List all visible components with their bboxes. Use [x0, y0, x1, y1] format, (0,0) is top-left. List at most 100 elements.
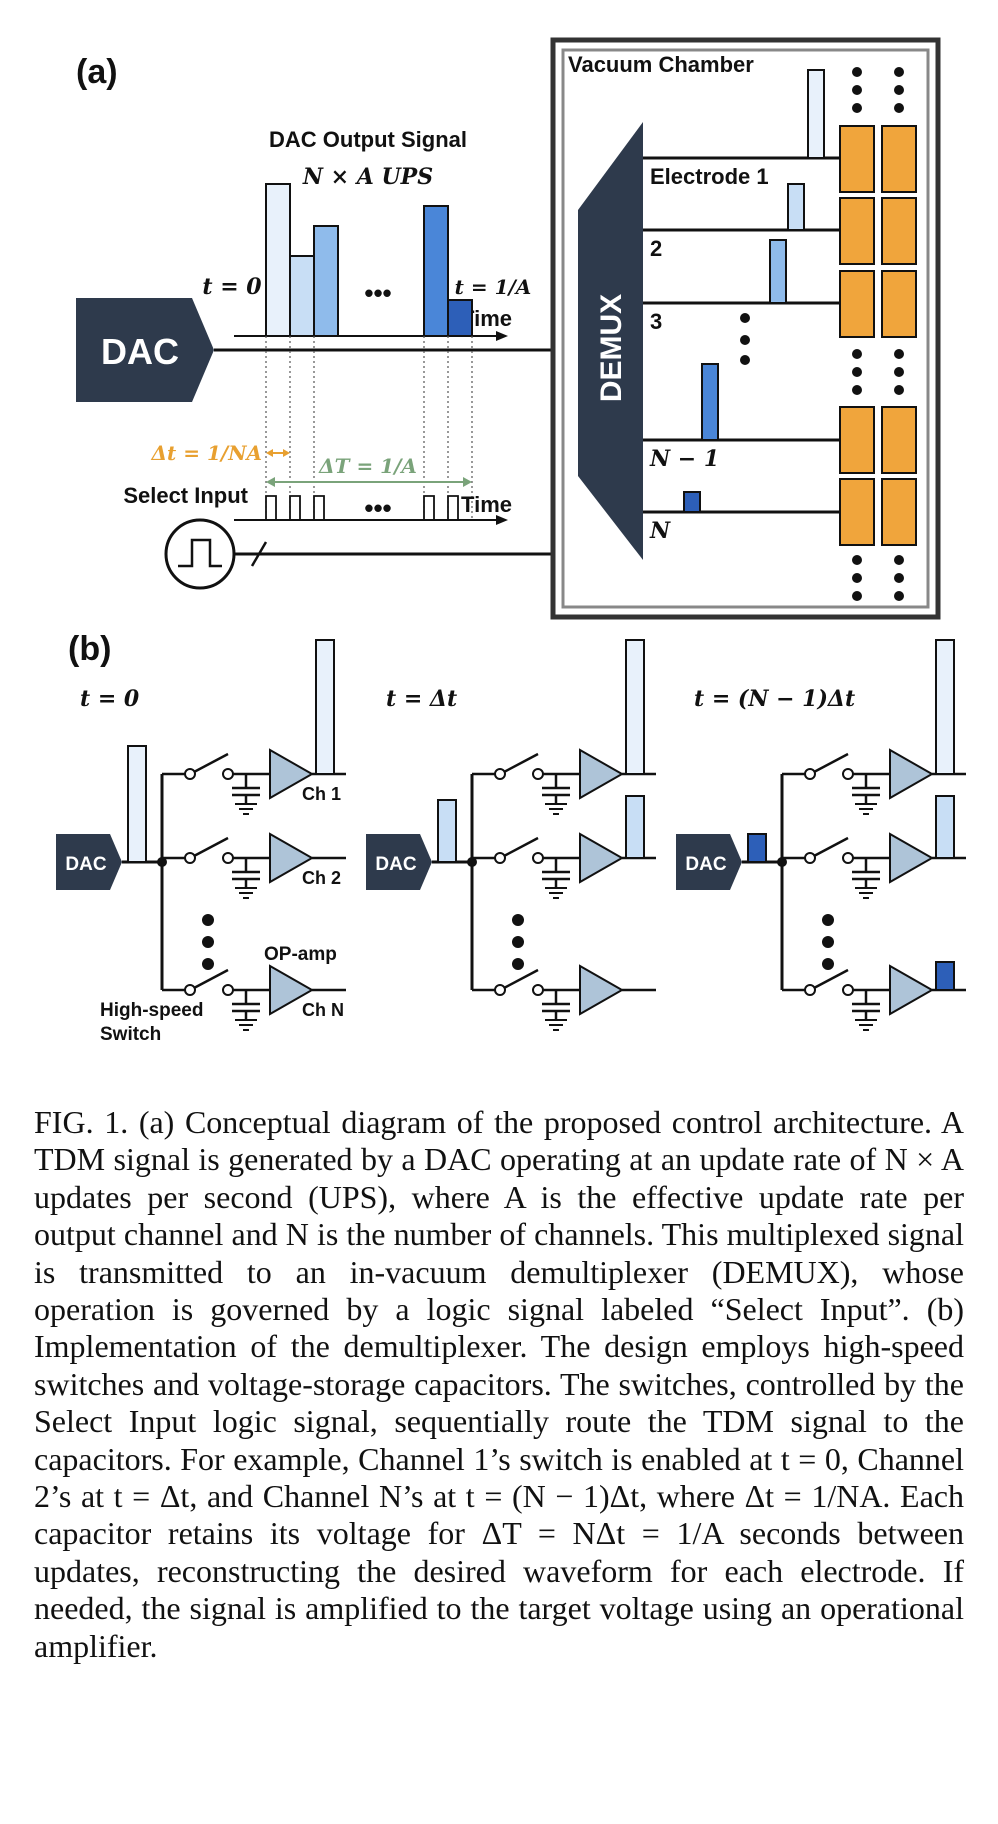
panel-a-label: (a) [76, 53, 118, 91]
electrode-label: 3 [650, 309, 662, 334]
switch-blade [503, 968, 539, 990]
opamp-icon [579, 748, 625, 800]
opamp-icon [269, 964, 315, 1016]
dac-bar [313, 225, 339, 337]
electrode-bar [683, 491, 701, 513]
switch-contact [804, 852, 816, 864]
switch-contact [494, 852, 506, 864]
output-bar [315, 639, 335, 775]
dac-block-b [676, 834, 742, 890]
opamp-icon [889, 832, 935, 884]
electrode-bar [701, 363, 719, 441]
electrode-label: N [649, 518, 671, 544]
dots-top: ••• [364, 278, 391, 308]
switch-contact [184, 984, 196, 996]
opamp-icon [269, 748, 315, 800]
electrode-bar [787, 183, 805, 231]
t0-label: t = 0 [202, 274, 262, 300]
electrode-dots [740, 313, 750, 365]
switch-blade [193, 968, 229, 990]
dac-label-b: DAC [685, 854, 726, 875]
time-axis-arrow [496, 331, 508, 341]
switch-blade [503, 752, 539, 774]
electrode-bar [769, 239, 787, 304]
dac-bar [289, 255, 315, 337]
opamp-icon [269, 832, 315, 884]
demux-block [578, 122, 643, 560]
switch-contact [184, 852, 196, 864]
electrode-bar [807, 69, 825, 159]
dots-bottom: ••• [364, 493, 391, 523]
time-label-b2: t = Δt [386, 686, 457, 712]
junction-dot [157, 857, 167, 867]
switch-contact [804, 984, 816, 996]
row-dot [512, 936, 524, 948]
figure-1: (a) DAC DAC Output Signal N × A UPS Time… [56, 37, 966, 1045]
vacuum-chamber-label: Vacuum Chamber [568, 52, 754, 77]
switch-contact [494, 984, 506, 996]
t-end-label: t = 1/A [455, 275, 532, 299]
opamp-icon [889, 964, 935, 1016]
output-bar [935, 795, 955, 859]
electrode-array [839, 125, 917, 546]
switch-label-2: Switch [100, 1024, 161, 1045]
input-bar [437, 799, 457, 863]
switch-blade [193, 752, 229, 774]
input-bar [747, 833, 767, 863]
dac-block [76, 298, 214, 402]
electrode-label: 2 [650, 236, 662, 261]
channel-label: Ch N [302, 1000, 344, 1020]
dac-label-b: DAC [65, 854, 106, 875]
opamp-icon [579, 964, 625, 1016]
switch-blade [813, 836, 849, 858]
output-signal-title: DAC Output Signal [269, 127, 467, 152]
dT-label: ΔT = 1/A [318, 454, 417, 478]
switch-contact [532, 852, 544, 864]
time-label-b3: t = (N − 1)Δt [694, 686, 855, 712]
junction-dot [467, 857, 477, 867]
bus-slash [250, 541, 268, 567]
switch-blade [193, 836, 229, 858]
switch-blade [813, 752, 849, 774]
switch-contact [494, 768, 506, 780]
opamp-label: OP-amp [264, 944, 337, 965]
panel-b-label: (b) [68, 630, 111, 668]
channel-label: Ch 2 [302, 868, 341, 888]
row-dot [202, 936, 214, 948]
select-input-label: Select Input [123, 483, 248, 508]
switch-contact [532, 768, 544, 780]
row-dot [822, 958, 834, 970]
dt-label: Δt = 1/NA [151, 441, 262, 465]
output-bar [935, 961, 955, 991]
channel-label: Ch 1 [302, 784, 341, 804]
demux-circuits: DAC Ch 1 Ch 2 Ch N DAC DAC [56, 639, 966, 1031]
switch-blade [503, 836, 539, 858]
dac-bar [265, 183, 291, 337]
junction-dot [777, 857, 787, 867]
switch-contact [842, 984, 854, 996]
row-dot [512, 958, 524, 970]
switch-contact [804, 768, 816, 780]
output-bar [935, 639, 955, 775]
time-label-bottom: Time [461, 492, 512, 517]
switch-contact [222, 984, 234, 996]
switch-contact [842, 768, 854, 780]
select-pulses [265, 495, 459, 520]
output-bar [625, 795, 645, 859]
row-dot [202, 958, 214, 970]
electrode-label: N − 1 [649, 446, 719, 472]
opamp-icon [579, 832, 625, 884]
row-dot [512, 914, 524, 926]
switch-contact [222, 768, 234, 780]
demux-label: DEMUX [595, 294, 628, 402]
electrode-array-dots [852, 67, 904, 601]
row-dot [202, 914, 214, 926]
opamp-icon [889, 748, 935, 800]
output-bar [625, 639, 645, 775]
switch-contact [184, 768, 196, 780]
dac-label-b: DAC [375, 854, 416, 875]
dac-block-b [56, 834, 122, 890]
dac-bar [423, 205, 449, 337]
row-dot [822, 914, 834, 926]
dac-bar [447, 299, 473, 337]
